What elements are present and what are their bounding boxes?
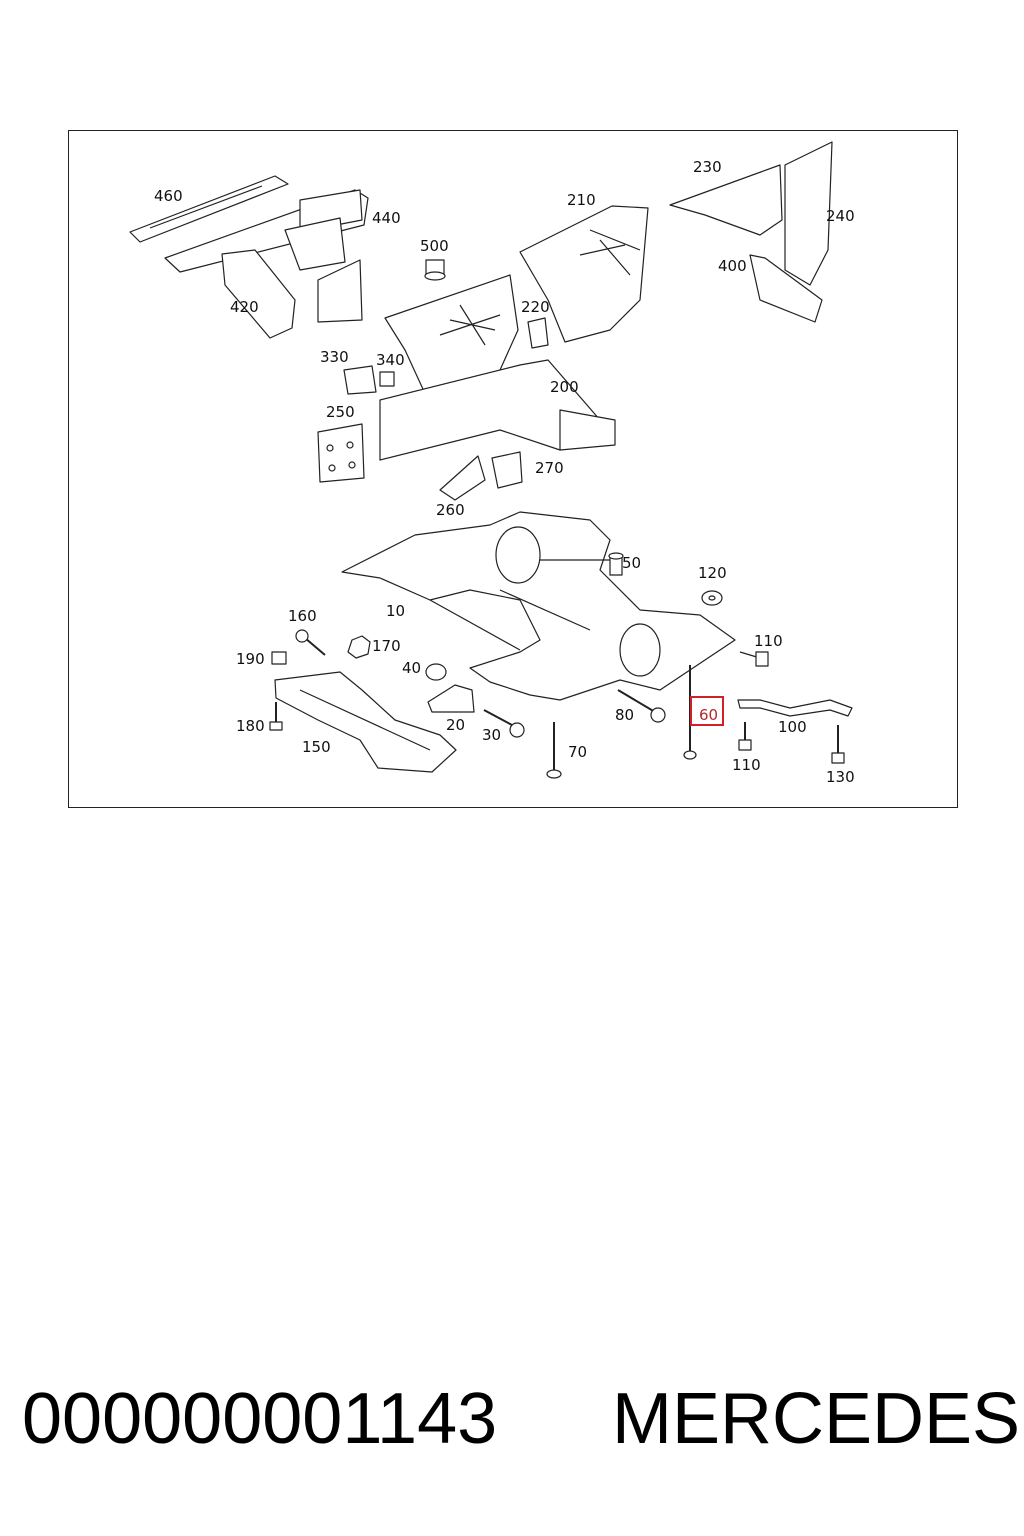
- callout-170[interactable]: 170: [372, 637, 401, 655]
- part-80-bolt: [617, 689, 666, 723]
- part-40-washer: [425, 663, 447, 681]
- part-110-bolt-lower: [738, 722, 752, 751]
- callout-120[interactable]: 120: [698, 564, 727, 582]
- highlight-box-60: [690, 696, 724, 726]
- callout-440[interactable]: 440: [372, 209, 401, 227]
- callout-150[interactable]: 150: [302, 738, 331, 756]
- footer: 000000001143 MERCEDES: [0, 1378, 1024, 1459]
- part-210-wheelhouse: [519, 205, 649, 343]
- callout-70[interactable]: 70: [568, 743, 588, 761]
- callout-260[interactable]: 260: [436, 501, 465, 519]
- part-420-bracket: [221, 249, 296, 339]
- part-160-bolt: [295, 629, 326, 656]
- part-30-bolt: [483, 709, 525, 738]
- part-180-bolt: [269, 702, 283, 731]
- callout-100[interactable]: 100: [778, 718, 807, 736]
- part-400-bracket: [749, 254, 823, 323]
- callout-250[interactable]: 250: [326, 403, 355, 421]
- callout-40[interactable]: 40: [402, 659, 422, 677]
- part-10-subframe: [341, 511, 736, 701]
- callout-110-lower[interactable]: 110: [732, 756, 761, 774]
- part-130-bolt: [831, 725, 845, 764]
- part-110-bolt-upper: [739, 651, 769, 667]
- part-190-nut: [271, 651, 287, 665]
- callout-20[interactable]: 20: [446, 716, 466, 734]
- callout-420[interactable]: 420: [230, 298, 259, 316]
- callout-160[interactable]: 160: [288, 607, 317, 625]
- callout-230[interactable]: 230: [693, 158, 722, 176]
- callout-80[interactable]: 80: [615, 706, 635, 724]
- part-340-bolt: [379, 371, 395, 387]
- callout-400[interactable]: 400: [718, 257, 747, 275]
- callout-330[interactable]: 330: [320, 348, 349, 366]
- part-50-stud: [608, 552, 624, 576]
- part-330-bracket: [343, 365, 377, 395]
- part-260-bracket: [439, 455, 486, 501]
- brand-name: MERCEDES: [612, 1379, 1021, 1459]
- part-120-washer: [701, 590, 723, 606]
- part-170-nut: [347, 635, 371, 659]
- callout-60[interactable]: 60: [699, 706, 719, 724]
- part-200-member: [379, 359, 616, 461]
- callout-270[interactable]: 270: [535, 459, 564, 477]
- part-100-brace: [737, 699, 853, 717]
- part-220-bracket: [527, 317, 549, 349]
- part-20-bracket: [427, 684, 475, 713]
- callout-180[interactable]: 180: [236, 717, 265, 735]
- callout-220[interactable]: 220: [521, 298, 550, 316]
- callout-30[interactable]: 30: [482, 726, 502, 744]
- callout-110-upper[interactable]: 110: [754, 632, 783, 650]
- callout-190[interactable]: 190: [236, 650, 265, 668]
- part-500-bolt: [424, 259, 446, 281]
- callout-340[interactable]: 340: [376, 351, 405, 369]
- part-230-panel: [669, 164, 783, 236]
- part-440-member: [164, 189, 369, 323]
- part-number: 000000001143: [22, 1379, 498, 1459]
- callout-500[interactable]: 500: [420, 237, 449, 255]
- part-270-bracket: [491, 451, 523, 489]
- callout-200[interactable]: 200: [550, 378, 579, 396]
- part-70-bolt: [546, 722, 562, 779]
- callout-460[interactable]: 460: [154, 187, 183, 205]
- callout-10[interactable]: 10: [386, 602, 406, 620]
- callout-50[interactable]: 50: [622, 554, 642, 572]
- part-250-plate: [317, 423, 365, 483]
- callout-240[interactable]: 240: [826, 207, 855, 225]
- callout-130[interactable]: 130: [826, 768, 855, 786]
- part-460-rail: [129, 175, 289, 243]
- callout-210[interactable]: 210: [567, 191, 596, 209]
- part-240-panel: [784, 141, 833, 286]
- part-150-skid-plate: [274, 671, 457, 773]
